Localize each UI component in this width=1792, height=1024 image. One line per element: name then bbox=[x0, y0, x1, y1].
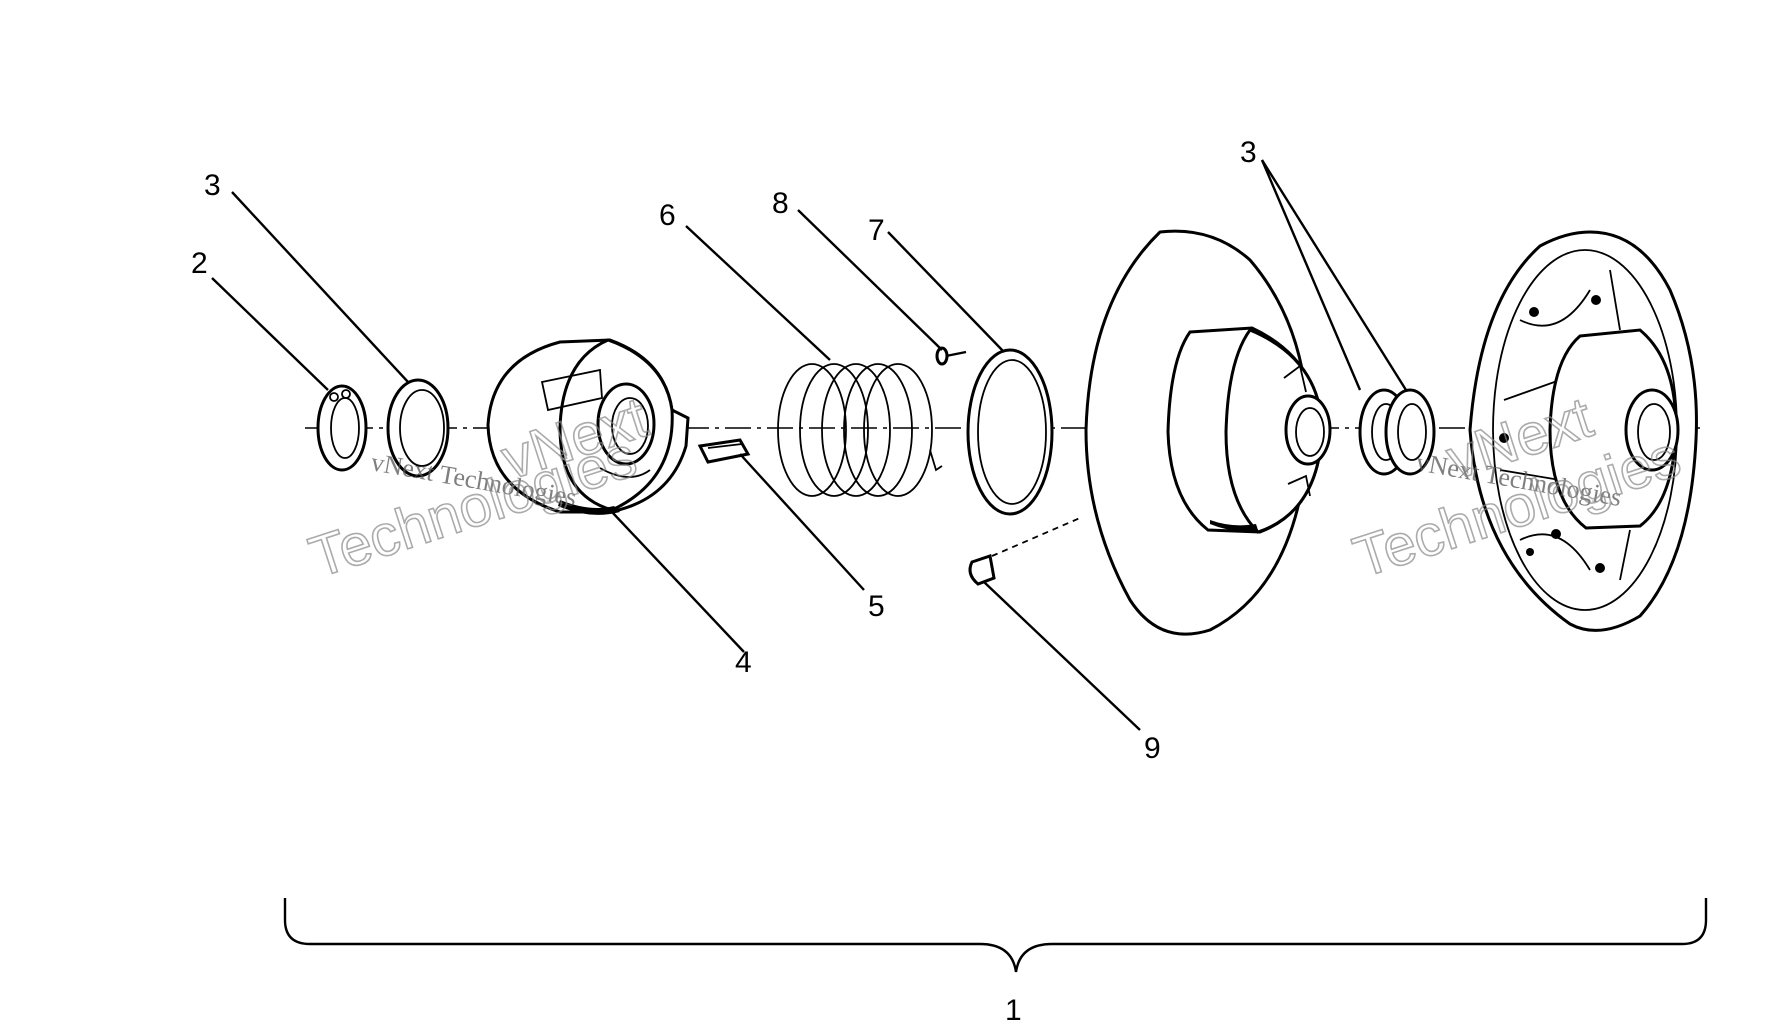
snap-ring-part bbox=[316, 384, 368, 472]
callout-spider: 4 bbox=[735, 646, 752, 679]
callout-washer-left: 3 bbox=[204, 169, 221, 202]
callout-assembly: 1 bbox=[1005, 994, 1022, 1024]
fixed-sheave-part bbox=[1468, 230, 1698, 632]
callout-spring: 6 bbox=[659, 199, 676, 232]
screw-part bbox=[935, 346, 967, 366]
spring-part bbox=[777, 363, 943, 497]
washers-pair-part bbox=[1358, 388, 1436, 476]
assembly-bracket bbox=[283, 898, 1708, 973]
pin-part bbox=[968, 517, 1081, 586]
callout-cover-ring: 7 bbox=[868, 214, 885, 247]
callout-pin: 9 bbox=[1144, 732, 1161, 765]
leader-lines bbox=[211, 159, 1408, 731]
movable-sheave-part bbox=[1084, 229, 1332, 636]
key-part bbox=[697, 438, 751, 464]
callout-snap-ring: 2 bbox=[191, 247, 208, 280]
callout-washers-right: 3 bbox=[1240, 136, 1257, 169]
callout-screw: 8 bbox=[772, 187, 789, 220]
washer-part bbox=[386, 378, 450, 478]
spider-part bbox=[486, 338, 690, 515]
callout-key: 5 bbox=[868, 590, 885, 623]
cover-ring-part bbox=[966, 348, 1054, 516]
